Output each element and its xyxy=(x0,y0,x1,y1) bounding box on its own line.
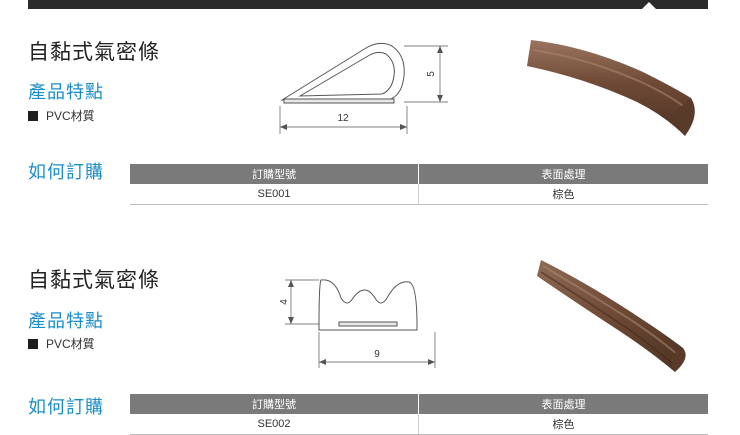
product-photo xyxy=(527,40,695,136)
order-label: 如何訂購 xyxy=(28,162,104,182)
product-title: 自黏式氣密條 xyxy=(28,269,160,292)
order-table: 訂購型號 表面處理 SE002 棕色 xyxy=(130,394,708,435)
product-section-2: 自黏式氣密條 產品特點 PVC材質 4 9 xyxy=(0,226,740,435)
profile-diagram: 5 12 xyxy=(279,42,448,134)
table-header-model: 訂購型號 xyxy=(130,164,419,184)
table-header-finish: 表面處理 xyxy=(418,394,708,414)
top-banner xyxy=(28,0,708,9)
order-table: 訂購型號 表面處理 SE001 棕色 xyxy=(130,164,708,205)
features-heading: 產品特點 xyxy=(28,311,104,331)
table-cell-model: SE001 xyxy=(130,184,419,205)
width-dimension-label: 12 xyxy=(337,113,349,124)
width-dimension-label: 9 xyxy=(374,349,380,360)
product-section-1: 自黏式氣密條 產品特點 PVC材質 5 12 xyxy=(0,0,740,205)
product-title: 自黏式氣密條 xyxy=(28,41,160,64)
profile-diagram: 4 9 xyxy=(279,279,436,368)
feature-item: PVC材質 xyxy=(28,107,95,124)
table-row: SE002 棕色 xyxy=(130,414,708,435)
feature-text: PVC材質 xyxy=(46,109,95,123)
feature-item: PVC材質 xyxy=(28,335,95,352)
table-cell-finish: 棕色 xyxy=(418,414,708,435)
height-dimension-label: 5 xyxy=(426,71,437,77)
table-header-row: 訂購型號 表面處理 xyxy=(130,394,708,414)
bullet-square-icon xyxy=(28,110,38,121)
table-cell-finish: 棕色 xyxy=(418,184,708,205)
table-row: SE001 棕色 xyxy=(130,184,708,205)
order-label: 如何訂購 xyxy=(28,397,104,417)
height-dimension-label: 4 xyxy=(279,299,290,305)
banner-notch xyxy=(642,2,656,9)
table-cell-model: SE002 xyxy=(130,414,419,435)
table-header-model: 訂購型號 xyxy=(130,394,419,414)
features-heading: 產品特點 xyxy=(28,82,104,102)
table-header-row: 訂購型號 表面處理 xyxy=(130,164,708,184)
bullet-square-icon xyxy=(28,338,38,349)
feature-text: PVC材質 xyxy=(46,337,95,351)
product-photo xyxy=(537,260,686,372)
table-header-finish: 表面處理 xyxy=(418,164,708,184)
